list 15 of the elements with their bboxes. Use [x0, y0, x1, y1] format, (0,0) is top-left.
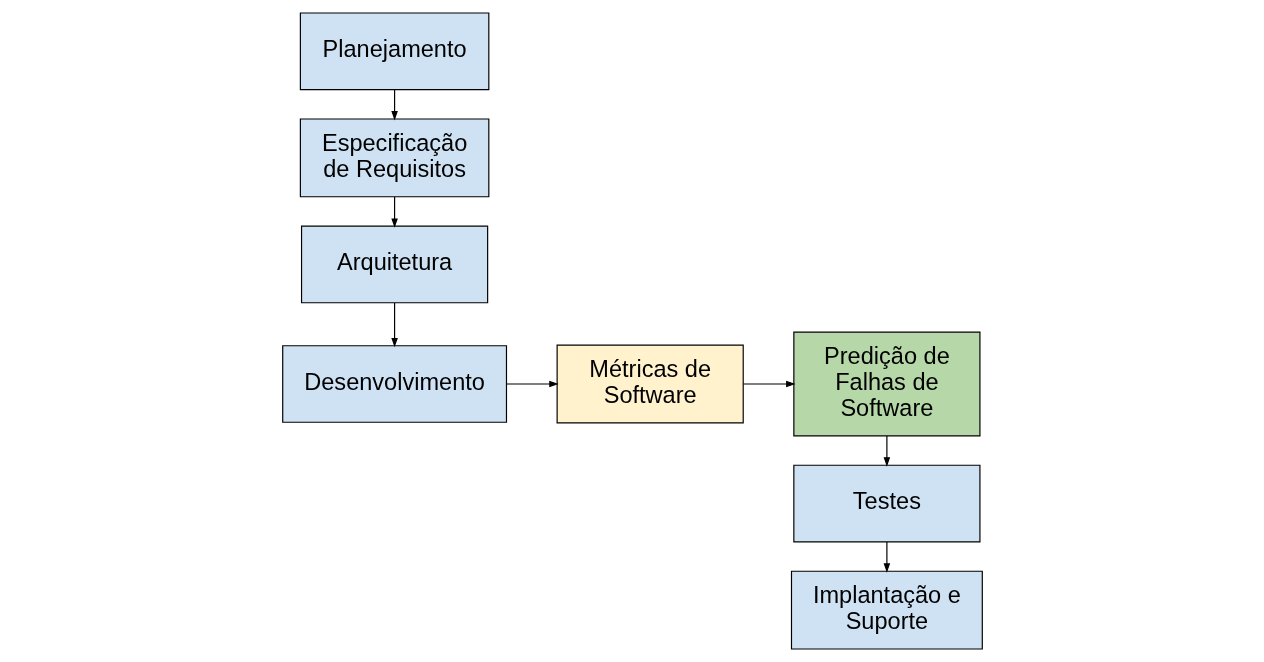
arrow	[742, 380, 796, 388]
node-box: Arquitetura	[300, 225, 488, 304]
node-box: Implantação e Suporte	[790, 570, 983, 650]
node-box: Desenvolvimento	[281, 345, 507, 423]
arrow	[505, 380, 559, 388]
node-box: Especificação de Requisitos	[299, 118, 489, 198]
node-box: Predição de Falhas de Software	[792, 331, 980, 437]
node-box: Métricas de Software	[556, 344, 744, 424]
arrow	[390, 196, 398, 228]
node-box: Planejamento	[299, 12, 489, 91]
node-box: Testes	[792, 464, 980, 543]
arrow	[883, 541, 890, 573]
arrow	[390, 89, 398, 121]
arrow	[883, 435, 890, 467]
arrow	[390, 302, 398, 348]
